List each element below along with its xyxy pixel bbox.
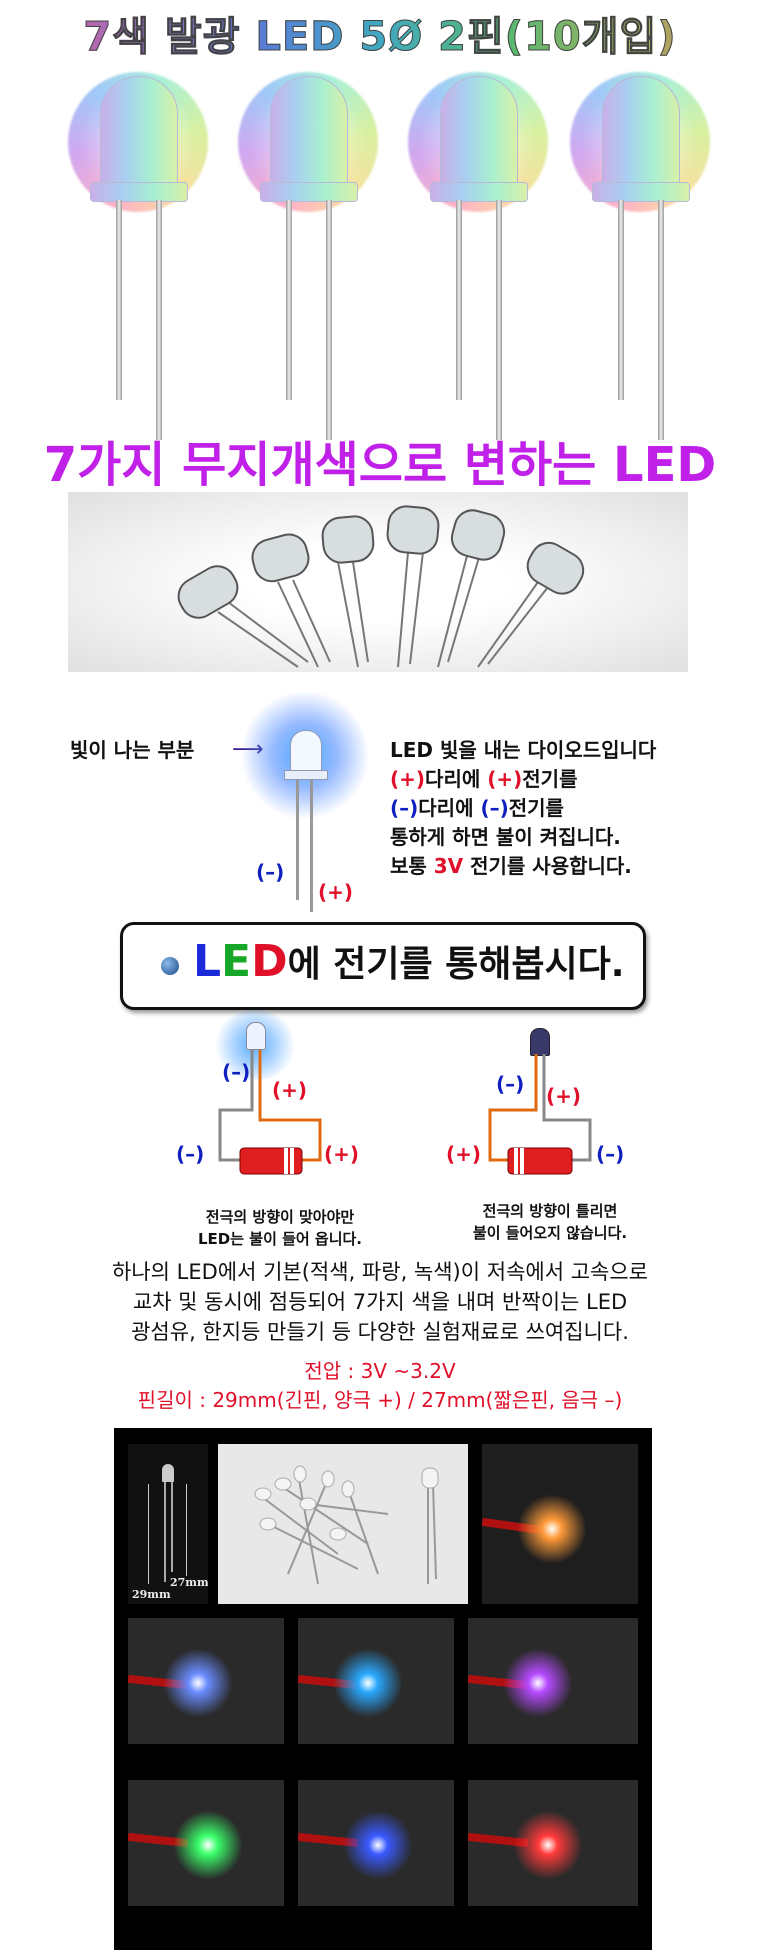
circuit-incorrect-diagram <box>450 1010 670 1210</box>
glow-photo-6 <box>298 1780 454 1906</box>
circuit1-leg-minus: (–) <box>222 1060 251 1084</box>
circuit1-leg-plus: (+) <box>272 1078 308 1102</box>
banner-text: LED에 전기를 통해봅시다. <box>193 936 625 987</box>
description-line3: 광섬유, 한지등 만들기 등 다양한 실험재료로 쓰여집니다. <box>131 1320 629 1344</box>
circuit-correct-diagram <box>180 1010 400 1210</box>
led-pile-photo <box>218 1444 468 1604</box>
description-line1: 하나의 LED에서 기본(적색, 파랑, 녹색)이 저속에서 고속으로 <box>112 1260 648 1284</box>
circuit2-leg-minus: (–) <box>496 1072 525 1096</box>
spec-voltage: 전압 : 3V ~3.2V <box>304 1359 456 1383</box>
len-short-label: 27mm <box>170 1576 208 1589</box>
rainbow-led-image <box>398 62 558 452</box>
banner-box: LED에 전기를 통해봅시다. <box>120 922 646 1010</box>
desc-line2: (+)다리에 (+)전기를 <box>390 767 578 791</box>
desc-line1: LED 빛을 내는 다이오드입니다 <box>390 738 657 762</box>
desc-line4: 통하게 하면 불이 켜집니다. <box>390 825 621 849</box>
minus-label: (–) <box>256 860 285 884</box>
glow-photo-3 <box>298 1618 454 1744</box>
rainbow-led-image <box>58 62 218 452</box>
rainbow-led-image <box>560 62 720 452</box>
led-leg-long <box>310 780 313 912</box>
led-leg-short <box>296 780 299 900</box>
pin-length-photo: 29mm 27mm <box>128 1444 208 1604</box>
circuit1-battery-minus: (–) <box>176 1142 205 1166</box>
photo-grid: 29mm 27mm <box>114 1428 652 1950</box>
glow-photo-1 <box>482 1444 638 1604</box>
circuit2-leg-plus: (+) <box>546 1084 582 1108</box>
page-title: 7색 발광 LED 5Ø 2핀(10개입) <box>0 4 760 62</box>
desc-line3: (–)다리에 (–)전기를 <box>390 796 564 820</box>
circuit2-battery-plus: (+) <box>446 1142 482 1166</box>
len-long-label: 29mm <box>132 1588 171 1601</box>
glow-photo-7 <box>468 1780 638 1906</box>
callout-label: 빛이 나는 부분 <box>70 738 195 762</box>
glow-photo-5 <box>128 1780 284 1906</box>
circuit2-battery-minus: (–) <box>596 1142 625 1166</box>
glow-photo-2 <box>128 1618 284 1744</box>
glowing-led-image <box>240 690 370 820</box>
bullet-icon <box>161 957 179 975</box>
clear-leds-photo <box>68 492 688 672</box>
description-line2: 교차 및 동시에 점등되어 7가지 색을 내며 반짝이는 LED <box>132 1290 628 1314</box>
plus-label: (+) <box>318 880 354 904</box>
glow-photo-4 <box>468 1618 638 1744</box>
rainbow-led-image <box>228 62 388 452</box>
desc-line5: 보통 3V 전기를 사용합니다. <box>390 854 632 878</box>
spec-pin-length: 핀길이 : 29mm(긴핀, 양극 +) / 27mm(짧은핀, 음극 –) <box>137 1388 623 1412</box>
subtitle: 7가지 무지개색으로 변하는 LED <box>43 437 717 493</box>
circuit1-battery-plus: (+) <box>324 1142 360 1166</box>
